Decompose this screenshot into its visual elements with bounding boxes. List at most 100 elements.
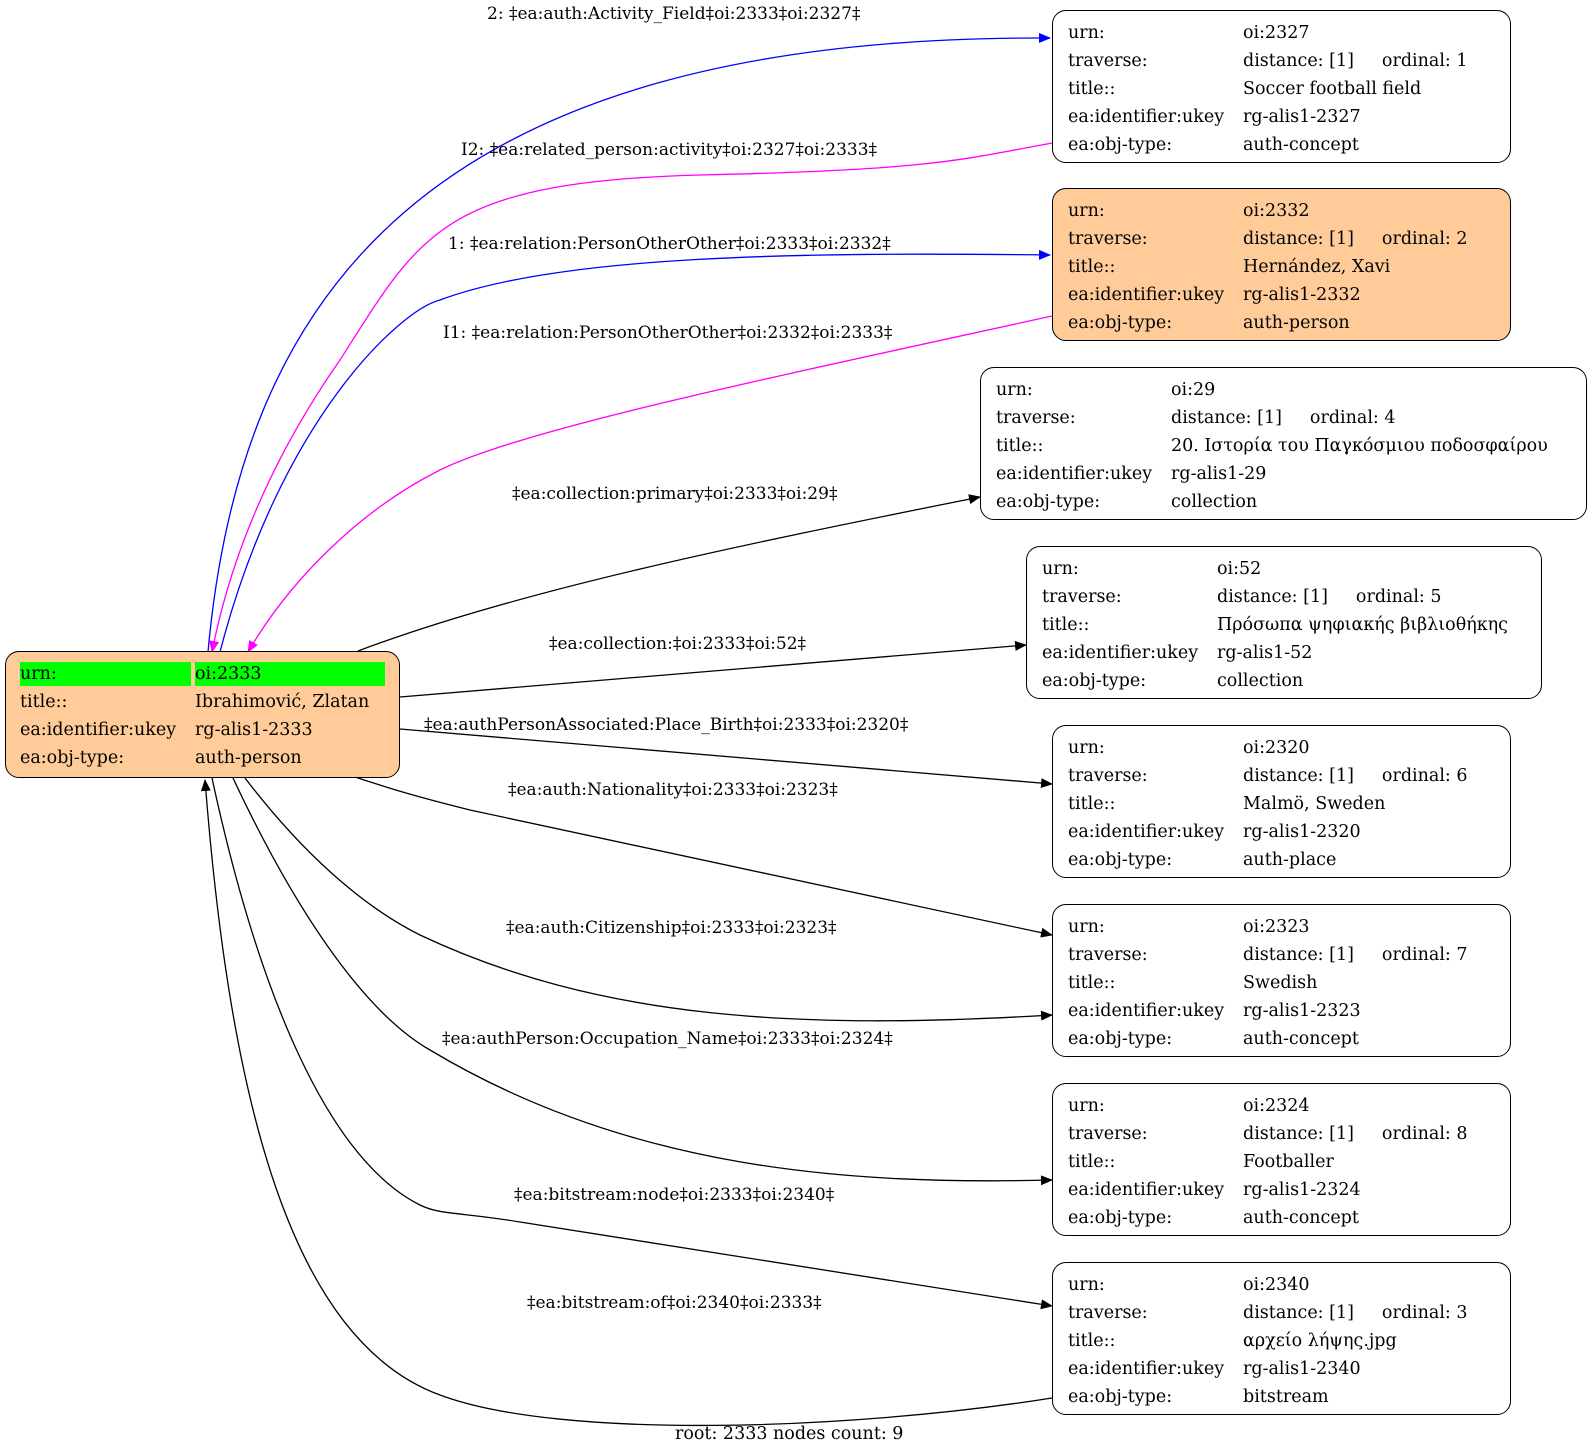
- edge-citizenship: [244, 777, 1053, 1022]
- root-ukey-value: rg-alis1-2333: [195, 720, 313, 740]
- traverse-key: traverse:: [1042, 587, 1122, 607]
- edge-collection: [399, 640, 1027, 698]
- root-node[interactable]: urn: oi:2333 title:: Ibrahimović, Zlatan…: [5, 651, 400, 778]
- ukey-key: ea:identifier:ukey: [1068, 1001, 1225, 1021]
- objtype-value: auth-concept: [1243, 1029, 1359, 1049]
- urn-value: oi:2340: [1243, 1275, 1310, 1295]
- title-value: αρχείο λήψης.jpg: [1243, 1331, 1397, 1351]
- distance-value: distance: [1]: [1217, 587, 1328, 607]
- ukey-key: ea:identifier:ukey: [1068, 822, 1225, 842]
- edge-label: I2: ‡ea:related_person:activity‡oi:2327‡…: [461, 140, 878, 160]
- edge-label: 2: ‡ea:auth:Activity_Field‡oi:2333‡oi:23…: [487, 4, 861, 24]
- title-key: title::: [1068, 794, 1116, 814]
- urn-value: oi:2324: [1243, 1096, 1310, 1116]
- edge-label: ‡ea:bitstream:node‡oi:2333‡oi:2340‡: [514, 1185, 835, 1205]
- objtype-key: ea:obj-type:: [1068, 135, 1173, 155]
- urn-key: urn:: [996, 380, 1033, 400]
- node-oi-2323[interactable]: urn:oi:2323 traverse:distance: [1]ordina…: [1052, 904, 1511, 1057]
- ordinal-value: ordinal: 1: [1381, 51, 1468, 71]
- edge-label: ‡ea:collection:primary‡oi:2333‡oi:29‡: [512, 484, 838, 504]
- title-key: title::: [1068, 79, 1116, 99]
- edge-related-person-activity: [209, 142, 1053, 653]
- edge-activity-field: [207, 32, 1051, 653]
- root-objtype-value: auth-person: [195, 748, 302, 768]
- urn-value: oi:2332: [1243, 201, 1310, 221]
- edge-label: 1: ‡ea:relation:PersonOtherOther‡oi:2333…: [448, 234, 891, 254]
- edge-place-birth: [399, 728, 1053, 789]
- node-oi-52[interactable]: urn: oi:52 traverse: distance: [1] ordinal:…: [1026, 546, 1542, 699]
- objtype-key: ea:obj-type:: [1068, 850, 1173, 870]
- ukey-value: rg-alis1-52: [1217, 643, 1313, 663]
- urn-value: oi:2320: [1243, 738, 1310, 758]
- edge-relation-person-other-1: [219, 249, 1051, 653]
- ordinal-value: ordinal: 3: [1381, 1303, 1468, 1323]
- urn-key: urn:: [1068, 738, 1105, 758]
- title-value: Soccer football field: [1243, 79, 1422, 99]
- node-oi-2332[interactable]: urn:oi:2332 traverse:distance: [1]ordina…: [1052, 188, 1511, 341]
- urn-key: urn:: [1068, 201, 1105, 221]
- objtype-key: ea:obj-type:: [996, 492, 1101, 512]
- edge-label: ‡ea:authPerson:Occupation_Name‡oi:2333‡o…: [442, 1029, 893, 1049]
- ordinal-value: ordinal: 8: [1381, 1124, 1468, 1144]
- objtype-key: ea:obj-type:: [1068, 1387, 1173, 1407]
- urn-key: urn:: [1068, 23, 1105, 43]
- objtype-value: auth-person: [1243, 313, 1350, 333]
- edge-label: ‡ea:bitstream:of‡oi:2340‡oi:2333‡: [527, 1293, 822, 1313]
- node-oi-2327[interactable]: urn:oi:2327 traverse:distance: [1]ordina…: [1052, 10, 1511, 163]
- distance-value: distance: [1]: [1243, 1303, 1354, 1323]
- traverse-key: traverse:: [1068, 1303, 1148, 1323]
- root-title-row: title:: Ibrahimović, Zlatan: [20, 688, 384, 716]
- objtype-value: auth-concept: [1243, 135, 1359, 155]
- objtype-key: ea:obj-type:: [1068, 1208, 1173, 1228]
- graph-footer: root: 2333 nodes count: 9: [675, 1424, 904, 1444]
- objtype-value: auth-concept: [1243, 1208, 1359, 1228]
- ukey-key: ea:identifier:ukey: [1068, 1359, 1225, 1379]
- distance-value: distance: [1]: [1243, 51, 1354, 71]
- distance-value: distance: [1]: [1243, 1124, 1354, 1144]
- ukey-value: rg-alis1-2324: [1243, 1180, 1361, 1200]
- root-title-key: title::: [20, 692, 68, 712]
- urn-value: oi:2323: [1243, 917, 1310, 937]
- edge-bitstream-node: [211, 777, 1053, 1310]
- objtype-value: collection: [1171, 492, 1258, 512]
- root-objtype-key: ea:obj-type:: [20, 748, 125, 768]
- title-key: title::: [1068, 1331, 1116, 1351]
- ukey-key: ea:identifier:ukey: [1068, 1180, 1225, 1200]
- urn-key: urn:: [1042, 559, 1079, 579]
- objtype-value: bitstream: [1243, 1387, 1329, 1407]
- edge-label: I1: ‡ea:relation:PersonOtherOther‡oi:233…: [443, 323, 893, 343]
- distance-value: distance: [1]: [1243, 229, 1354, 249]
- edge-label: ‡ea:auth:Citizenship‡oi:2333‡oi:2323‡: [506, 918, 837, 938]
- edge-label: ‡ea:auth:Nationality‡oi:2333‡oi:2323‡: [508, 780, 838, 800]
- traverse-key: traverse:: [1068, 766, 1148, 786]
- node-oi-2320[interactable]: urn:oi:2320 traverse:distance: [1]ordina…: [1052, 725, 1511, 878]
- title-value: Footballer: [1243, 1152, 1334, 1172]
- objtype-value: auth-place: [1243, 850, 1337, 870]
- ukey-value: rg-alis1-2323: [1243, 1001, 1361, 1021]
- title-key: title::: [1068, 1152, 1116, 1172]
- ordinal-value: ordinal: 7: [1381, 945, 1468, 965]
- title-value: Hernández, Xavi: [1243, 257, 1391, 277]
- ordinal-value: ordinal: 4: [1309, 408, 1396, 428]
- objtype-value: collection: [1217, 671, 1304, 691]
- node-oi-29[interactable]: urn:oi:29 traverse:distance: [1]ordinal:…: [980, 367, 1587, 520]
- traverse-key: traverse:: [1068, 945, 1148, 965]
- root-urn-row: urn: oi:2333: [20, 660, 385, 688]
- root-urn-value: oi:2333: [195, 662, 385, 686]
- urn-value: oi:52: [1217, 559, 1262, 579]
- urn-key: urn:: [1068, 1275, 1105, 1295]
- root-title-value: Ibrahimović, Zlatan: [195, 692, 370, 712]
- edge-collection-primary: [357, 494, 981, 652]
- title-key: title::: [996, 436, 1044, 456]
- objtype-key: ea:obj-type:: [1068, 1029, 1173, 1049]
- ordinal-value: ordinal: 2: [1381, 229, 1468, 249]
- ukey-value: rg-alis1-2327: [1243, 107, 1361, 127]
- edge-bitstream-of: [200, 779, 1053, 1427]
- distance-value: distance: [1]: [1243, 766, 1354, 786]
- node-oi-2340[interactable]: urn: oi:2340 traverse: distance: [1] ordina…: [1052, 1262, 1511, 1415]
- ordinal-value: ordinal: 5: [1355, 587, 1442, 607]
- node-oi-2324[interactable]: urn:oi:2324 traverse:distance: [1]ordina…: [1052, 1083, 1511, 1236]
- traverse-key: traverse:: [1068, 1124, 1148, 1144]
- ukey-value: rg-alis1-2320: [1243, 822, 1361, 842]
- traverse-key: traverse:: [996, 408, 1076, 428]
